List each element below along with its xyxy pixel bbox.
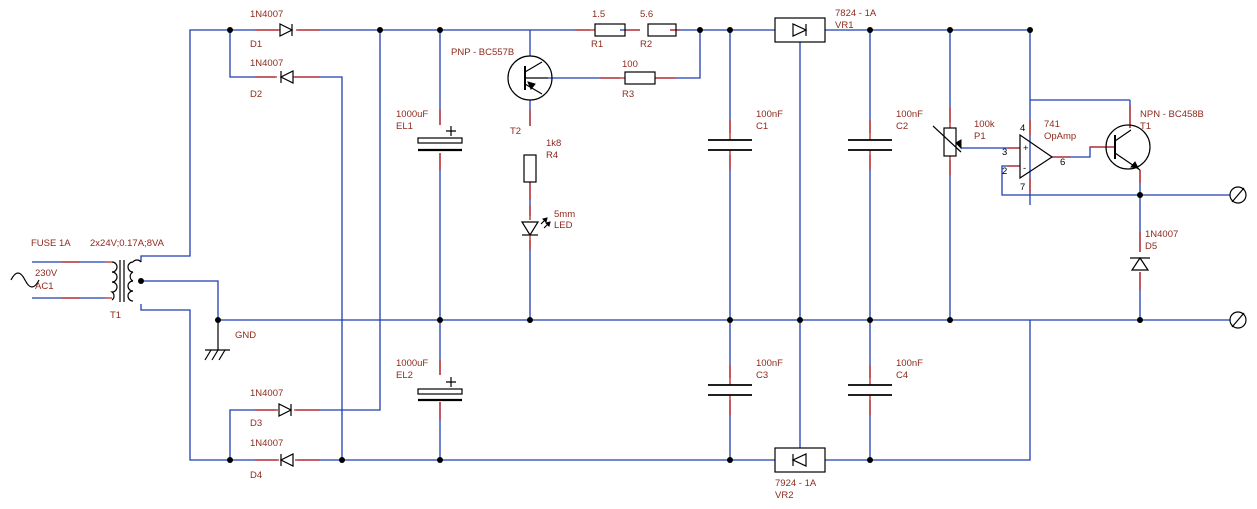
opamp-symbol: + -	[1019, 133, 1054, 180]
label-d4-value: 1N4007	[250, 438, 283, 449]
diode-d2-symbol	[279, 70, 294, 84]
label-c3-value: 100nF	[756, 358, 783, 369]
label-d2: D2	[250, 89, 262, 100]
label-led: LED	[554, 220, 573, 231]
label-d1-value: 1N4007	[250, 9, 283, 20]
transformer-t1-symbol	[110, 259, 142, 302]
label-led-value: 5mm	[554, 209, 575, 220]
label-opamp-value: 741	[1044, 119, 1060, 130]
label-r3: R3	[622, 89, 634, 100]
potentiometer-p1-symbol	[932, 125, 962, 157]
regulator-vr2-symbol	[774, 447, 826, 473]
label-t2: T2	[510, 126, 521, 137]
label-r2: R2	[640, 39, 652, 50]
label-c2-value: 100nF	[896, 109, 923, 120]
label-fuse: FUSE 1A	[31, 238, 71, 249]
label-ac-value: 230V	[35, 268, 58, 279]
label-c4: C4	[896, 370, 908, 381]
label-d2-value: 1N4007	[250, 58, 283, 69]
capacitor-el2-symbol	[417, 377, 463, 402]
capacitor-c3-symbol	[708, 384, 752, 396]
label-d3-value: 1N4007	[250, 388, 283, 399]
pin-7: 7	[1020, 182, 1025, 193]
label-r2-value: 5.6	[640, 9, 653, 20]
label-p1-value: 100k	[974, 119, 995, 130]
svg-text:-: -	[1023, 163, 1026, 174]
label-r1-value: 1.5	[592, 9, 605, 20]
label-vr1-value: 7824 - 1A	[835, 8, 877, 19]
label-t2-type: PNP - BC557B	[451, 47, 514, 58]
ac-source-symbol	[10, 272, 40, 288]
label-d4: D4	[250, 470, 262, 481]
pin-2: 2	[1002, 166, 1007, 177]
label-c3: C3	[756, 370, 768, 381]
label-p1: P1	[974, 131, 986, 142]
pin-6: 6	[1060, 157, 1065, 168]
label-c1: C1	[756, 121, 768, 132]
component-labels: FUSE 1A 230V AC1 2x24V;0.17A;8VA T1 GND …	[31, 8, 1204, 501]
label-el1: EL1	[396, 121, 413, 132]
label-d3: D3	[250, 418, 262, 429]
label-el2: EL2	[396, 370, 413, 381]
pin-4: 4	[1020, 123, 1025, 134]
transistor-t2-symbol	[507, 55, 553, 101]
label-el2-value: 1000uF	[396, 358, 428, 369]
component-leads	[62, 29, 1141, 461]
label-vr1: VR1	[835, 20, 853, 31]
pin-3: 3	[1002, 147, 1007, 158]
label-d1: D1	[250, 39, 262, 50]
junction-dots	[138, 27, 1143, 463]
label-d5: D5	[1145, 241, 1157, 252]
label-vr2: VR2	[775, 490, 793, 501]
opamp-pin-numbers: 4 3 2 6 7	[1002, 123, 1065, 193]
capacitor-c1-symbol	[708, 139, 752, 151]
output-terminal-positive	[1229, 186, 1247, 204]
capacitor-el1-symbol	[417, 126, 463, 152]
led-symbol	[520, 217, 551, 237]
diode-d5-symbol	[1130, 256, 1150, 271]
resistor-r4-symbol	[523, 154, 537, 183]
label-c4-value: 100nF	[896, 358, 923, 369]
label-t1: T1	[110, 310, 121, 321]
label-d5-value: 1N4007	[1145, 229, 1178, 240]
label-r4-value: 1k8	[546, 138, 561, 149]
transistor-t1-npn-symbol	[1105, 124, 1151, 171]
label-t1-npn: T1	[1140, 121, 1151, 132]
regulator-vr1-symbol	[774, 17, 826, 43]
label-r3-value: 100	[622, 59, 638, 70]
label-r4: R4	[546, 150, 558, 161]
capacitor-c2-symbol	[848, 139, 892, 151]
label-gnd: GND	[235, 330, 256, 341]
output-terminal-ground	[1229, 311, 1247, 329]
resistor-r1-symbol	[594, 23, 626, 37]
ground-symbol	[204, 320, 230, 361]
resistor-r3-symbol	[624, 71, 656, 85]
label-c1-value: 100nF	[756, 109, 783, 120]
diode-d4-symbol	[279, 453, 294, 467]
label-vr2-value: 7924 - 1A	[775, 478, 817, 489]
capacitor-c4-symbol	[848, 384, 892, 396]
label-r1: R1	[591, 39, 603, 50]
label-opamp: OpAmp	[1044, 131, 1076, 142]
label-c2: C2	[896, 121, 908, 132]
resistor-r2-symbol	[647, 23, 677, 37]
label-ac-ref: AC1	[35, 281, 53, 292]
svg-text:+: +	[1023, 143, 1029, 154]
label-transformer: 2x24V;0.17A;8VA	[90, 238, 165, 249]
label-t1-npn-type: NPN - BC458B	[1140, 109, 1204, 120]
diode-d1-symbol	[279, 23, 294, 37]
diode-d3-symbol	[278, 403, 293, 417]
label-el1-value: 1000uF	[396, 109, 428, 120]
